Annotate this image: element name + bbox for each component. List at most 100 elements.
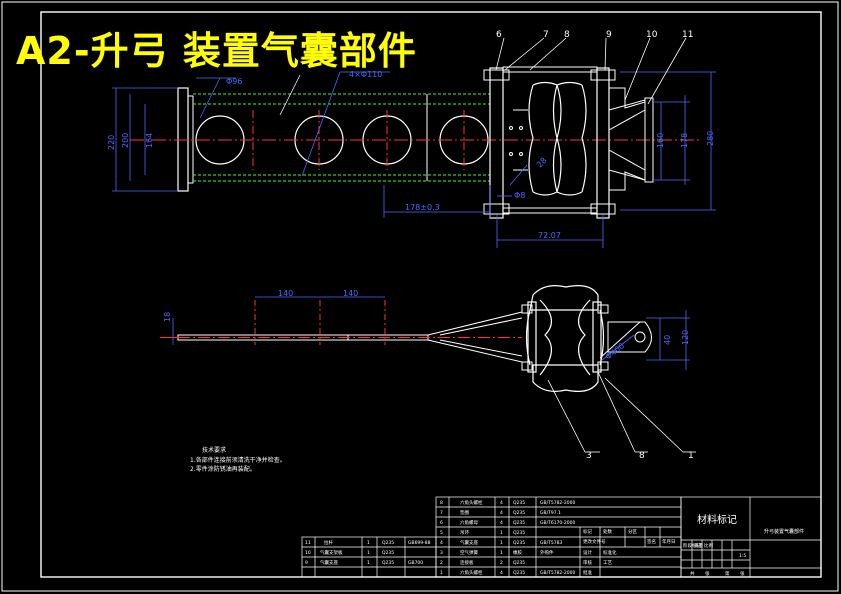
sign-right-0: 阶段标记 <box>683 542 701 549</box>
dim-178-tol: 178±0.3 <box>405 203 440 212</box>
bom-r6-no: 2 <box>440 560 443 566</box>
dim-40: 40 <box>663 335 672 345</box>
balloon-8-side: 8 <box>639 451 645 461</box>
balloon-7: 7 <box>543 30 549 40</box>
dim-160: 160 <box>656 133 665 148</box>
tb-material-mark: 材料标记 <box>697 513 737 526</box>
bom-r0-name: 六角头螺栓 <box>460 499 483 506</box>
bom-r5-qty: 1 <box>500 550 503 556</box>
bom-r2-qty: 4 <box>500 520 503 526</box>
bom-r3-mat: Q235 <box>513 530 525 536</box>
dim-28: 28 <box>535 156 549 170</box>
bom-r7-mat: Q235 <box>513 570 525 576</box>
ear-bracket <box>607 321 652 353</box>
footer-0: 共 <box>690 570 695 577</box>
sign-label-0: 标记 <box>583 528 592 535</box>
review-3: 工艺 <box>603 560 612 566</box>
bomL-r1-name: 气囊支架板 <box>320 549 343 556</box>
title-block <box>301 496 822 578</box>
bom-r1-no: 7 <box>440 510 443 516</box>
bom-r2-std: GB/T6170-2000 <box>540 520 576 526</box>
footer-3: 张 <box>740 570 745 577</box>
bom-r5-std: 外购件 <box>540 549 554 556</box>
bomL-r0-qty: 1 <box>367 540 370 546</box>
side-view: 140 140 18 40 120 Φ400 3 8 1 <box>160 285 696 461</box>
bom-r2-mat: Q235 <box>513 520 525 526</box>
bomL-r0-std: GB699-88 <box>408 540 431 546</box>
bom-r4-no: 4 <box>440 540 443 546</box>
bom-r1-name: 垫圈 <box>460 509 469 516</box>
bom-r5-no: 3 <box>440 550 443 556</box>
bom-r5-name: 空气弹簧 <box>460 549 478 556</box>
dim-280: 280 <box>706 131 715 146</box>
bomL-r0-mat: Q235 <box>382 540 394 546</box>
bom-r4-std: GB/T5783 <box>540 540 562 546</box>
technical-notes: 技术要求 1.各部件连接前须清洗干净并检查。 2.零件涂防锈油再装配。 <box>190 446 286 473</box>
balloon-10: 10 <box>646 30 658 40</box>
bom-r0-qty: 4 <box>500 500 503 506</box>
mount-plate-left <box>489 67 504 219</box>
review-2: 审核 <box>583 559 592 566</box>
balloon-11: 11 <box>682 30 693 40</box>
bom-r1-qty: 4 <box>500 510 503 516</box>
bom-r4-qty: 1 <box>500 540 503 546</box>
dim-178: 178 <box>680 133 689 148</box>
sign-label-1: 处数 <box>603 528 612 535</box>
top-view: 6 7 8 9 10 11 220 200 164 Φ96 4×Φ110 178… <box>107 30 716 248</box>
bom-r3-no: 5 <box>440 530 443 536</box>
bom-r7-std: GB/T5782-2000 <box>540 570 576 576</box>
bom-r0-mat: Q235 <box>513 500 525 506</box>
bom-r4-mat: Q235 <box>513 540 525 546</box>
bom-r7-no: 1 <box>440 570 443 576</box>
balloon-3: 3 <box>586 451 592 461</box>
bomL-r0-name: 拉杆 <box>324 539 333 546</box>
sign-label-5: 年月日 <box>662 538 676 545</box>
dim-18: 18 <box>163 312 172 322</box>
bomL-r2-name: 气囊支座 <box>320 559 338 566</box>
bom-r0-std: GB/T5782-2000 <box>540 500 576 506</box>
sign-right-2: 比例 <box>704 542 713 549</box>
dim-4xphi110: 4×Φ110 <box>349 70 382 79</box>
bom-r6-qty: 2 <box>500 560 503 566</box>
bomL-r2-qty: 1 <box>367 560 370 566</box>
balloon-6: 6 <box>496 30 502 40</box>
bom-r6-name: 连接板 <box>460 559 474 566</box>
footer-2: 第 <box>725 570 730 577</box>
bom-r1-mat: Q235 <box>513 510 525 516</box>
sign-label-4: 签名 <box>647 538 656 545</box>
sign-label-2: 分区 <box>628 528 637 535</box>
bom-r5-mat: 橡胶 <box>513 549 522 556</box>
sign-right-1: 重量 <box>694 542 703 549</box>
bomL-r2-no: 9 <box>305 560 308 566</box>
dim-phi96: Φ96 <box>226 77 242 86</box>
review-0: 设计 <box>583 549 592 556</box>
footer-1: 张 <box>705 570 710 577</box>
bom-r7-name: 六角头螺栓 <box>460 569 483 576</box>
mount-plate-right <box>596 67 610 219</box>
dim-140-right: 140 <box>343 289 358 298</box>
dim-220: 220 <box>107 135 116 150</box>
bomL-r2-mat: Q235 <box>382 560 394 566</box>
bom-r2-name: 六角螺母 <box>460 519 478 526</box>
bomL-r1-no: 10 <box>305 550 311 556</box>
review-4: 批准 <box>583 569 592 576</box>
dim-164: 164 <box>145 133 154 148</box>
notes-heading: 技术要求 <box>202 446 226 454</box>
dim-phi8: Φ8 <box>514 191 525 200</box>
dim-200: 200 <box>121 133 130 148</box>
bom-r4-name: 气囊支座 <box>460 539 478 546</box>
review-1: 标准化 <box>603 549 617 556</box>
balloon-1: 1 <box>688 451 694 461</box>
dim-120: 120 <box>681 330 690 345</box>
bom-r3-name: 吊环 <box>460 530 469 536</box>
bom-r1-std: GB/T97.1 <box>540 510 561 516</box>
bomL-r1-mat: Q235 <box>382 550 394 556</box>
sign-label-3: 更改文件号 <box>583 538 606 545</box>
dim-140-left: 140 <box>278 289 293 298</box>
bom-r6-mat: Q235 <box>513 560 525 566</box>
drawing-title: A2-升弓 装置气囊部件 <box>16 29 417 73</box>
balloon-9: 9 <box>606 30 612 40</box>
bom-r3-qty: 1 <box>500 530 503 536</box>
